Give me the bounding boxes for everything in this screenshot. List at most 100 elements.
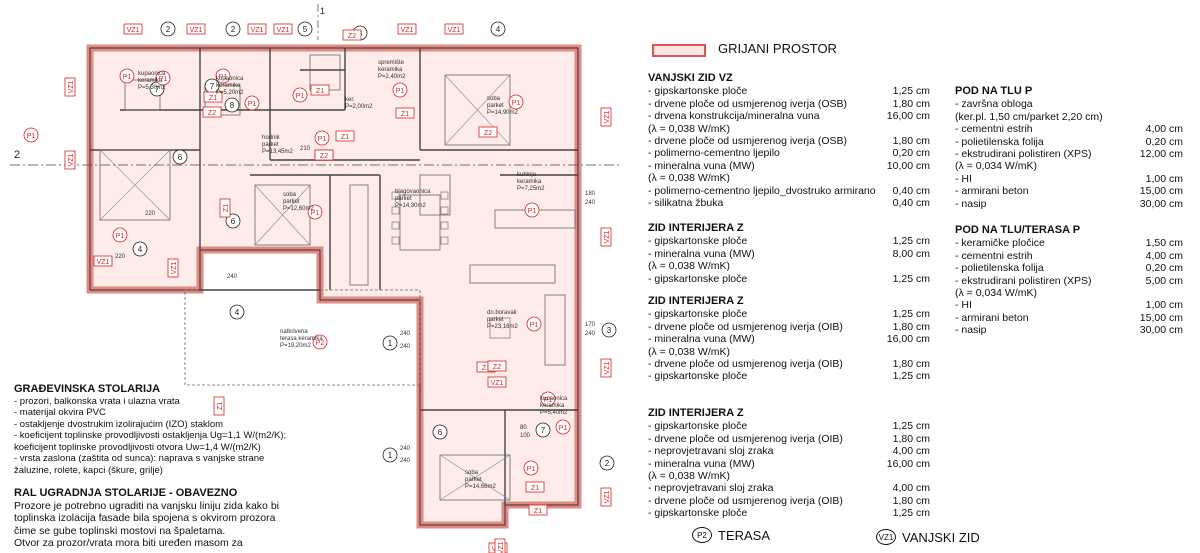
wall-tag: Z2 bbox=[478, 126, 498, 138]
room-floor: keramika bbox=[138, 78, 163, 84]
wall-outline bbox=[89, 47, 579, 526]
room-tag-circle bbox=[112, 227, 128, 243]
layer-thickness: 0,20 cm bbox=[1145, 262, 1183, 275]
bed-line bbox=[99, 149, 171, 221]
note-line: - koeficijent toplinske provodljivosti o… bbox=[14, 430, 287, 441]
chair bbox=[391, 191, 400, 200]
wall-tag-box bbox=[600, 227, 612, 247]
furniture bbox=[349, 184, 369, 286]
wall-tag-text: VZ1 bbox=[68, 153, 75, 166]
layer-thickness: 1,80 cm bbox=[892, 97, 930, 110]
layer-name: - nasip bbox=[955, 324, 987, 337]
axis-label: 2 bbox=[231, 25, 236, 34]
layer-name: (λ = 0,034 W/mK) bbox=[955, 160, 1037, 173]
zid-interijera-2-title: ZID INTERIJERA Z bbox=[648, 295, 744, 307]
room-area: P=12,60m2 bbox=[283, 206, 315, 212]
wall-tag: Z1 bbox=[310, 84, 330, 96]
wall-tag-text: VZ1 bbox=[251, 27, 264, 34]
wall-tag: Z1 bbox=[203, 91, 223, 103]
layer-thickness: 4,00 cm bbox=[892, 482, 930, 495]
room-name: spremište bbox=[378, 60, 405, 66]
layer-row: - drvene ploče od usmjerenog iverja (OSB… bbox=[648, 135, 930, 147]
layer-name: - drvene ploče od usmjerenog iverja (OSB… bbox=[648, 97, 848, 110]
note-line: koeficijent toplinske provodljivosti otv… bbox=[14, 441, 261, 453]
room-tag-text: P1 bbox=[219, 74, 228, 81]
furniture bbox=[439, 454, 511, 501]
wall-tag: VZ1 bbox=[93, 255, 113, 267]
note-line: - vrsta zaslona (zaštita od sunca): napr… bbox=[14, 453, 265, 464]
layer-row: - mineralna vuna (MW)10,00 cm bbox=[648, 160, 930, 172]
layer-row: (λ = 0,038 W/mK) bbox=[648, 260, 930, 272]
wall-tag-text: VZ1 bbox=[97, 259, 110, 266]
note-line: - prozori, balkonska vrata i ulazna vrat… bbox=[14, 395, 180, 407]
wall-tag-box bbox=[310, 84, 330, 96]
layer-name: - armirani beton bbox=[955, 311, 1029, 324]
wall-tag: Z2 bbox=[342, 29, 362, 41]
room-tag-circle bbox=[215, 68, 231, 84]
layer-name: - mineralna vuna (MW) bbox=[648, 333, 755, 346]
room-floor: parket bbox=[283, 199, 300, 205]
layer-thickness: 10,00 cm bbox=[886, 159, 930, 172]
room-tag-text: P1 bbox=[159, 76, 168, 83]
layer-thickness: 0,20 cm bbox=[892, 147, 930, 160]
layer-name: - cementni estrih bbox=[955, 249, 1033, 262]
wall-tag-text: Z1 bbox=[531, 485, 539, 492]
wall-tag-text: VZ1 bbox=[604, 110, 611, 123]
dimension-text: 240 bbox=[400, 331, 411, 337]
axis-label: 7 bbox=[541, 426, 546, 435]
layer-name: - gipskartonske ploče bbox=[648, 507, 748, 520]
wall-tag-box bbox=[335, 130, 355, 142]
heated-space-swatch bbox=[652, 44, 706, 57]
layer-row: - završna obloga bbox=[955, 98, 1183, 110]
layer-row: - drvene ploče od usmjerenog iverja (OIB… bbox=[648, 321, 930, 333]
layer-name: - drvene ploče od usmjerenog iverja (OIB… bbox=[648, 358, 843, 371]
room-tag-circle bbox=[312, 334, 328, 350]
axis-bubble bbox=[172, 149, 188, 165]
layer-name: - nasip bbox=[955, 197, 987, 210]
wall-tag: VZ1 bbox=[487, 376, 507, 388]
wall-tag-box bbox=[342, 29, 362, 41]
axis-bubble bbox=[225, 213, 241, 229]
room-tag-text: P1 bbox=[530, 322, 539, 329]
room-area: P=2,00m2 bbox=[345, 104, 373, 110]
bed-line bbox=[439, 454, 511, 501]
layer-name: - mineralna vuna (MW) bbox=[648, 247, 755, 260]
layer-name: - polietilenska folija bbox=[955, 135, 1044, 148]
wall-tag: VZ1 bbox=[64, 150, 76, 170]
room-tag-circle bbox=[244, 95, 260, 111]
axis-bubble bbox=[382, 335, 398, 351]
layer-name: - drvene ploče od usmjerenog iverja (OIB… bbox=[648, 494, 843, 507]
room-floor: keramika bbox=[378, 67, 403, 73]
layer-thickness: 16,00 cm bbox=[886, 457, 930, 470]
wall-tag-text: Z1 bbox=[401, 111, 409, 118]
room-name: kupaonica bbox=[216, 76, 244, 82]
layer-thickness: 1,25 cm bbox=[892, 235, 930, 248]
layer-thickness: 15,00 cm bbox=[1139, 311, 1183, 324]
axis-bubble bbox=[432, 424, 448, 440]
layer-name: - gipskartonske ploče bbox=[648, 85, 748, 98]
axis-label: 4 bbox=[235, 308, 240, 317]
layer-name: (ker.pl. 1,50 cm/parket 2,20 cm) bbox=[955, 110, 1103, 123]
wall-tag: Z2 bbox=[314, 149, 334, 161]
room-area: P=5,40m2 bbox=[540, 410, 568, 416]
room-tag-circle bbox=[555, 419, 571, 435]
wall-tag-text: Z1 bbox=[534, 508, 542, 515]
heated-space-label: GRIJANI PROSTOR bbox=[718, 41, 837, 56]
wall-tag-text: VZ1 bbox=[277, 27, 290, 34]
room-area: P=19,20m2 bbox=[280, 343, 312, 349]
wall-tag: Z2 bbox=[487, 360, 507, 372]
ral-title: RAL UGRADNJA STOLARIJE - OBAVEZNO bbox=[14, 487, 238, 499]
layer-row: - mineralna vuna (MW)16,00 cm bbox=[648, 458, 930, 470]
layer-thickness: 1,25 cm bbox=[892, 507, 930, 520]
room-name: ker. bbox=[345, 97, 355, 103]
axis-label: 2 bbox=[166, 25, 171, 34]
room-tag-text: P1 bbox=[116, 233, 125, 240]
room-tag-text: P1 bbox=[296, 93, 305, 100]
room-floor: parket bbox=[465, 477, 482, 483]
